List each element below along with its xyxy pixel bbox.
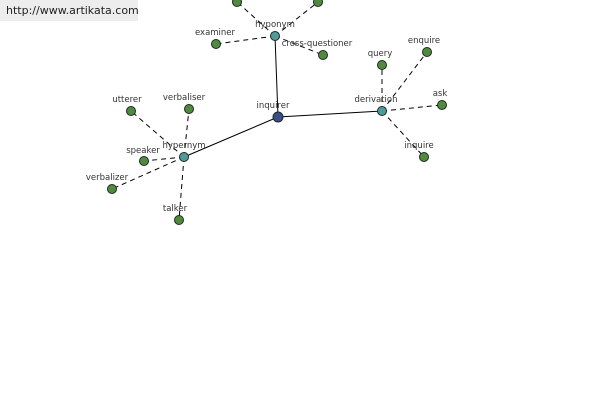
- edge-hypernym-utterer: [130, 110, 185, 158]
- leaf-label-enquire: enquire: [408, 36, 440, 46]
- hub-node-hyponym[interactable]: [270, 31, 280, 41]
- leaf-label-ask: ask: [433, 89, 448, 99]
- leaf-label-cross-questioner: cross-questioner: [282, 39, 353, 49]
- leaf-label-query: query: [368, 49, 393, 59]
- edge-derivation-enquire: [381, 51, 428, 112]
- leaf-node-leaf-top-2[interactable]: [313, 0, 323, 7]
- hub-node-derivation[interactable]: [377, 106, 387, 116]
- leaf-node-examiner[interactable]: [211, 39, 221, 49]
- root-label-inquirer: inquirer: [257, 101, 290, 111]
- edge-hypernym-verbalizer: [111, 156, 185, 190]
- leaf-node-leaf-top-1[interactable]: [232, 0, 242, 7]
- edge-inquirer-hypernym: [183, 116, 279, 158]
- leaf-label-talker: talker: [163, 204, 188, 214]
- hub-label-hyponym: hyponym: [255, 20, 295, 30]
- source-url-badge[interactable]: http://www.artikata.com: [0, 0, 139, 21]
- leaf-node-verbalizer[interactable]: [107, 184, 117, 194]
- edge-hypernym-verbaliser: [183, 108, 190, 158]
- leaf-node-query[interactable]: [377, 60, 387, 70]
- edge-hyponym-leaf-top-1: [236, 1, 276, 37]
- edge-inquirer-hyponym: [274, 35, 279, 118]
- leaf-node-enquire[interactable]: [422, 47, 432, 57]
- edge-hypernym-speaker: [143, 156, 185, 162]
- root-node-inquirer[interactable]: [272, 111, 284, 123]
- leaf-label-speaker: speaker: [126, 146, 160, 156]
- hub-label-derivation: derivation: [354, 95, 397, 105]
- source-url-text: http://www.artikata.com: [6, 4, 139, 17]
- leaf-label-verbaliser: verbaliser: [163, 93, 206, 103]
- edge-derivation-inquire: [381, 110, 425, 158]
- leaf-node-ask[interactable]: [437, 100, 447, 110]
- leaf-label-utterer: utterer: [112, 95, 142, 105]
- leaf-node-verbaliser[interactable]: [184, 104, 194, 114]
- leaf-label-examiner: examiner: [195, 28, 236, 38]
- hub-label-hypernym: hypernym: [162, 141, 205, 151]
- leaf-node-cross-questioner[interactable]: [318, 50, 328, 60]
- edge-hypernym-talker: [178, 156, 185, 221]
- edge-hyponym-leaf-top-2: [274, 1, 319, 37]
- leaf-node-utterer[interactable]: [126, 106, 136, 116]
- leaf-node-talker[interactable]: [174, 215, 184, 225]
- edge-hyponym-examiner: [215, 35, 276, 45]
- leaf-label-inquire: inquire: [404, 141, 433, 151]
- leaf-label-verbalizer: verbalizer: [86, 173, 129, 183]
- edge-derivation-ask: [381, 104, 443, 112]
- leaf-node-speaker[interactable]: [139, 156, 149, 166]
- edge-inquirer-derivation: [277, 110, 383, 118]
- leaf-node-inquire[interactable]: [419, 152, 429, 162]
- hub-node-hypernym[interactable]: [179, 152, 189, 162]
